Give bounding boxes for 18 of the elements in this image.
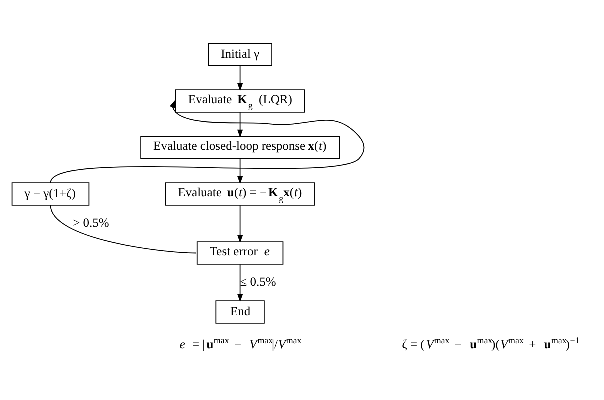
label: ζ = (V$^{max}$ − u$^{max}$)(V$^{max}$ + u$^{max}$)$^{−1}$ (402, 335, 580, 352)
label: e = |u$^{max}$ − V$^{max}$|/V$^{max}$ (180, 335, 302, 352)
node-box: Evaluate u(t) = −K$_{g}$x(t) (165, 182, 316, 206)
arrow (50, 100, 365, 184)
node-box: γ − γ(1+ζ) (12, 182, 90, 206)
arrow (237, 65, 244, 91)
node-box: Evaluate K$_{g}$ (LQR) (175, 89, 306, 112)
edge-label: ≤ 0.5% (240, 274, 276, 289)
arrow (237, 158, 244, 184)
arrow (237, 204, 244, 243)
arrow (237, 264, 244, 302)
arrow (237, 112, 244, 138)
node-box: Test error e (196, 241, 284, 264)
edge-label: > 0.5% (73, 216, 110, 230)
connector (50, 204, 197, 254)
node-box: Evaluate closed-loop response x(t) (140, 136, 340, 159)
node-box: End (216, 300, 265, 324)
node-box: Initial γ (208, 42, 272, 66)
